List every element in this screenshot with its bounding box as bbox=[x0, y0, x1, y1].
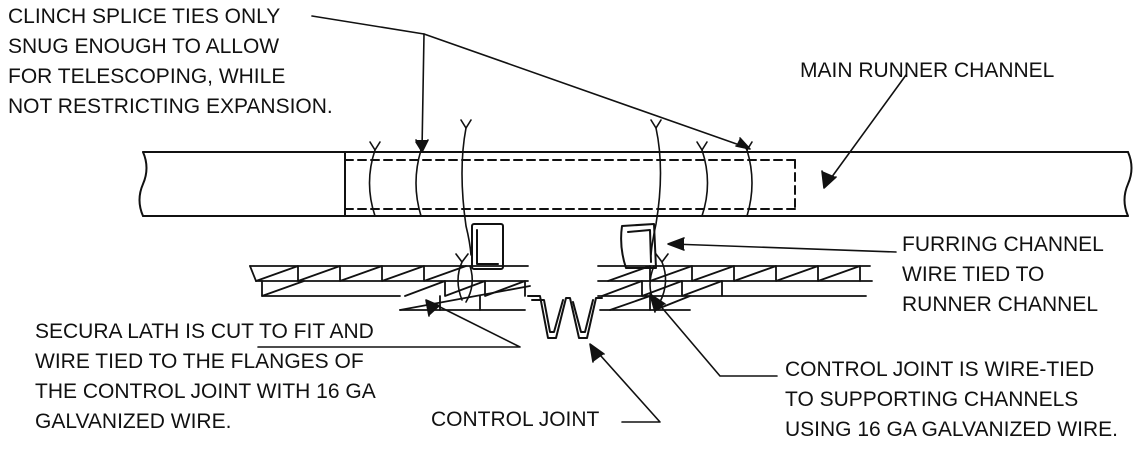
control-joint bbox=[527, 295, 603, 339]
main-runner-channel bbox=[138, 151, 1133, 217]
clinch-splice-line-4: NOT RESTRICTING EXPANSION. bbox=[8, 95, 333, 118]
control-joint-tied-line-2: TO SUPPORTING CHANNELS bbox=[785, 388, 1079, 411]
secura-lath-label: SECURA LATH IS CUT TO FIT AND WIRE TIED … bbox=[35, 317, 376, 437]
furring-channel-label: FURRING CHANNEL WIRE TIED TO RUNNER CHAN… bbox=[902, 230, 1104, 320]
secura-lath-line-3: THE CONTROL JOINT WITH 16 GA bbox=[35, 380, 376, 403]
clinch-splice-line-3: FOR TELESCOPING, WHILE bbox=[8, 65, 286, 88]
leader-lines bbox=[257, 15, 907, 423]
clinch-splice-line-2: SNUG ENOUGH TO ALLOW bbox=[8, 35, 280, 58]
furring-channel-line-2: WIRE TIED TO bbox=[902, 263, 1045, 286]
main-runner-channel-text: MAIN RUNNER CHANNEL bbox=[800, 59, 1055, 82]
furring-channel-line-1: FURRING CHANNEL bbox=[902, 233, 1104, 256]
control-joint-label: CONTROL JOINT bbox=[431, 405, 599, 435]
control-joint-text: CONTROL JOINT bbox=[431, 408, 600, 431]
splice-wire-ties bbox=[368, 141, 753, 217]
furring-channel-wires bbox=[460, 119, 662, 256]
furring-channel-left bbox=[471, 223, 504, 270]
control-joint-tied-line-1: CONTROL JOINT IS WIRE-TIED bbox=[785, 358, 1095, 381]
control-joint-tied-label: CONTROL JOINT IS WIRE-TIED TO SUPPORTING… bbox=[785, 355, 1118, 445]
main-runner-channel-label: MAIN RUNNER CHANNEL bbox=[800, 56, 1054, 86]
secura-lath-left bbox=[249, 265, 531, 311]
clinch-splice-label: CLINCH SPLICE TIES ONLY SNUG ENOUGH TO A… bbox=[8, 2, 333, 122]
furring-channel-right bbox=[620, 223, 657, 269]
furring-channel-line-3: RUNNER CHANNEL bbox=[902, 293, 1099, 316]
secura-lath-line-1: SECURA LATH IS CUT TO FIT AND bbox=[35, 320, 374, 343]
secura-lath-right bbox=[597, 265, 873, 311]
secura-lath-line-2: WIRE TIED TO THE FLANGES OF bbox=[35, 350, 364, 373]
clinch-splice-line-1: CLINCH SPLICE TIES ONLY bbox=[8, 5, 281, 28]
secura-lath-line-4: GALVANIZED WIRE. bbox=[35, 410, 232, 433]
control-joint-tied-line-3: USING 16 GA GALVANIZED WIRE. bbox=[785, 418, 1118, 441]
